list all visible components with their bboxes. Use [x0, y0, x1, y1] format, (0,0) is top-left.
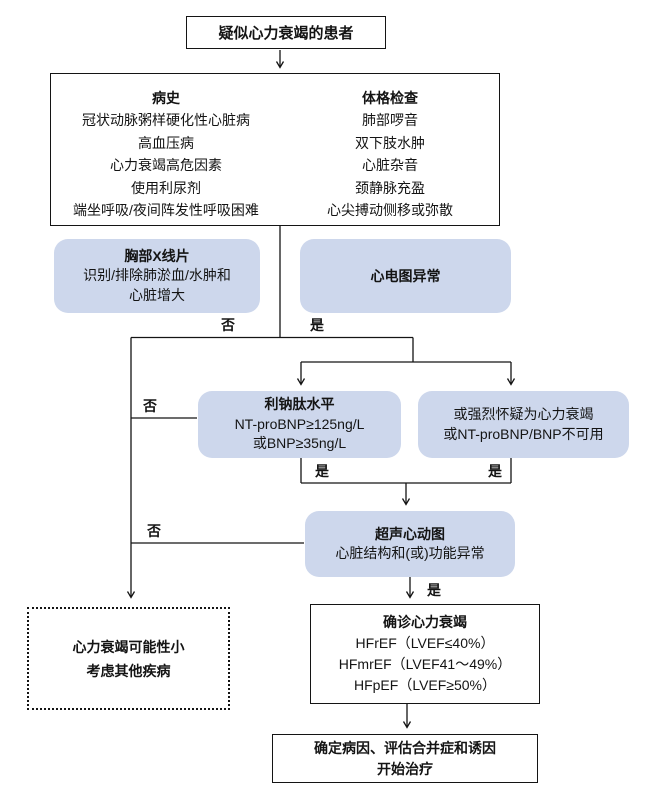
- treatment-line: 开始治疗: [377, 760, 433, 777]
- natriuretic-heading: 利钠肽水平: [264, 396, 335, 413]
- physical-exam-item: 双下肢水肿: [355, 134, 425, 151]
- physical-exam-item: 颈静脉充盈: [355, 179, 425, 196]
- edge-label-yes: 是: [427, 582, 441, 598]
- node-heart-failure-unlikely: 心力衰竭可能性小 考虑其他疾病: [27, 607, 230, 710]
- confirm-item: HFpEF（LVEF≥50%）: [353, 677, 497, 693]
- echo-line: 心脏结构和(或)功能异常: [335, 545, 485, 561]
- confirm-heading: 确诊心力衰竭: [383, 614, 467, 630]
- physical-exam-item: 心尖搏动侧移或弥散: [327, 202, 453, 219]
- suspicion-line: 或NT-proBNP/BNP不可用: [443, 425, 604, 442]
- node-chest-xray: 胸部X线片 识别/排除肺淤血/水肿和 心脏增大: [54, 239, 260, 313]
- unlikely-line: 心力衰竭可能性小: [72, 638, 185, 655]
- edge-label-yes: 是: [310, 317, 324, 333]
- edge-label-no: 否: [221, 317, 235, 333]
- physical-exam-column: 体格检查 肺部啰音 双下肢水肿 心脏杂音 颈静脉充盈 心尖搏动侧移或弥散: [281, 87, 499, 221]
- chest-xray-line: 心脏增大: [129, 286, 185, 303]
- chest-xray-line: 识别/排除肺淤血/水肿和: [83, 267, 231, 284]
- confirm-item: HFrEF（LVEF≤40%）: [355, 635, 495, 651]
- suspicion-line: 或强烈怀疑为心力衰竭: [453, 406, 594, 422]
- history-item: 端坐呼吸/夜间阵发性呼吸困难: [73, 202, 259, 219]
- history-item: 心力衰竭高危因素: [110, 157, 222, 174]
- physical-exam-item: 心脏杂音: [362, 157, 418, 174]
- history-item: 高血压病: [138, 134, 194, 151]
- node-suspected-heart-failure: 疑似心力衰竭的患者: [186, 16, 386, 49]
- node-natriuretic-peptide: 利钠肽水平 NT-proBNP≥125ng/L 或BNP≥35ng/L: [198, 391, 401, 458]
- treatment-line: 确定病因、评估合并症和诱因: [314, 739, 496, 756]
- node-label: 疑似心力衰竭的患者: [218, 25, 354, 42]
- physical-exam-item: 肺部啰音: [362, 112, 418, 129]
- physical-exam-heading: 体格检查: [362, 90, 418, 106]
- node-strong-suspicion: 或强烈怀疑为心力衰竭 或NT-proBNP/BNP不可用: [418, 391, 629, 458]
- node-ecg-abnormal: 心电图异常: [300, 239, 511, 313]
- node-echocardiography: 超声心动图 心脏结构和(或)功能异常: [305, 511, 515, 577]
- chest-xray-heading: 胸部X线片: [124, 247, 190, 264]
- ecg-label: 心电图异常: [370, 268, 441, 284]
- history-item: 使用利尿剂: [131, 179, 201, 196]
- history-heading: 病史: [152, 90, 180, 106]
- history-column: 病史 冠状动脉粥样硬化性心脏病 高血压病 心力衰竭高危因素 使用利尿剂 端坐呼吸…: [51, 87, 281, 221]
- edge-label-yes: 是: [488, 463, 502, 479]
- edge-label-yes: 是: [315, 463, 329, 479]
- unlikely-line: 考虑其他疾病: [86, 662, 171, 679]
- echo-heading: 超声心动图: [375, 525, 445, 542]
- confirm-item: HFmrEF（LVEF41～49%）: [338, 656, 512, 672]
- natriuretic-line: NT-proBNP≥125ng/L: [234, 415, 365, 432]
- edge-label-no: 否: [143, 398, 157, 414]
- history-item: 冠状动脉粥样硬化性心脏病: [82, 112, 250, 129]
- node-determine-etiology-start-treatment: 确定病因、评估合并症和诱因 开始治疗: [272, 734, 538, 783]
- node-confirmed-heart-failure: 确诊心力衰竭 HFrEF（LVEF≤40%） HFmrEF（LVEF41～49%…: [310, 604, 540, 704]
- natriuretic-line: 或BNP≥35ng/L: [252, 435, 347, 452]
- node-history-and-physical-exam: 病史 冠状动脉粥样硬化性心脏病 高血压病 心力衰竭高危因素 使用利尿剂 端坐呼吸…: [50, 73, 500, 226]
- edge-label-no: 否: [147, 523, 161, 539]
